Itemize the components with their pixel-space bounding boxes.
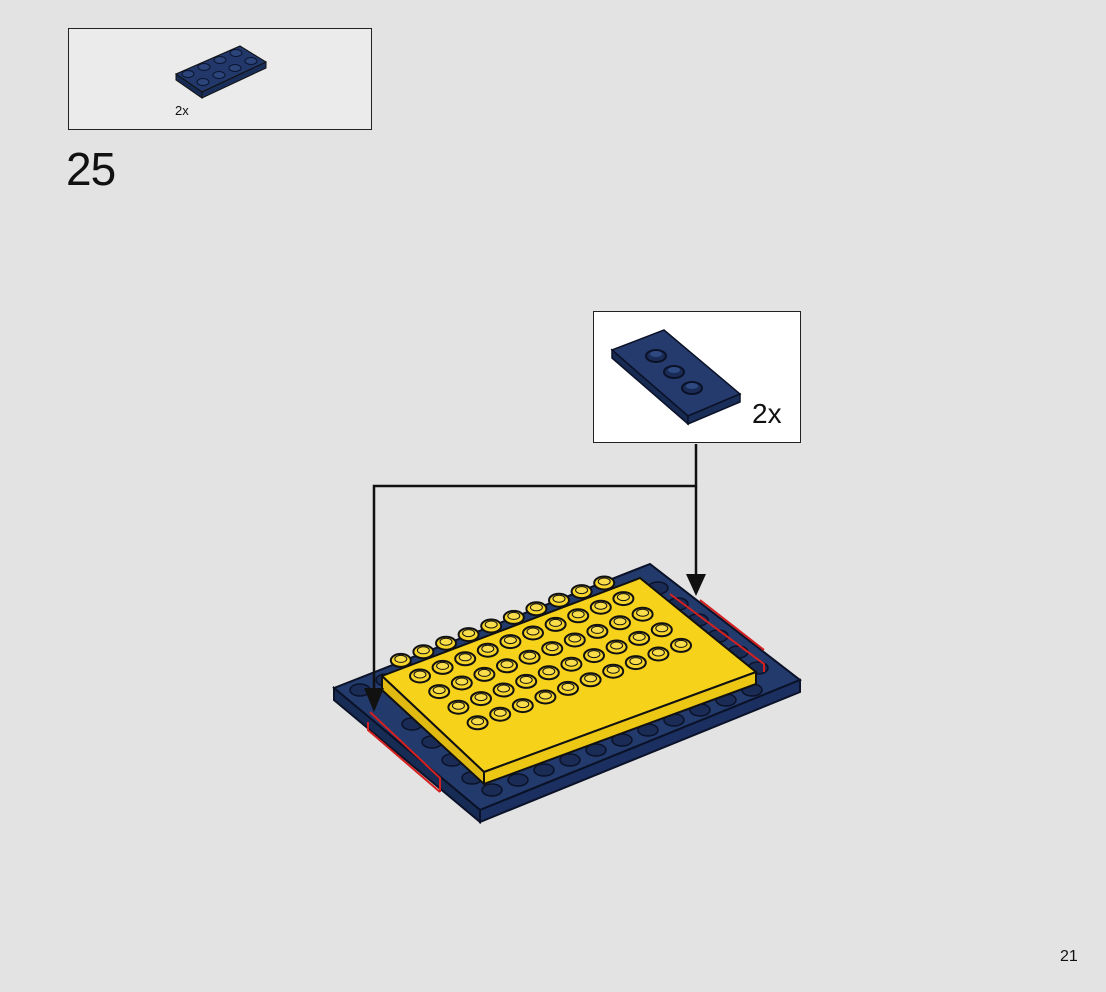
stud-top: [549, 618, 563, 627]
stud-top: [451, 701, 465, 710]
stud-top: [538, 691, 552, 700]
stud-top: [590, 625, 604, 634]
stud-top: [636, 608, 650, 617]
stud-top: [394, 654, 408, 663]
yellow-plate-6x10: [380, 575, 758, 787]
callout-quantity: 2x: [752, 398, 782, 429]
stud-top: [455, 677, 469, 686]
stud-top: [632, 632, 646, 641]
dark-blue-tile-1x3-icon: [610, 329, 742, 426]
stud-top: [474, 693, 488, 702]
stud-top: [416, 646, 430, 655]
stud-top: [497, 684, 511, 693]
stud-top: [519, 675, 533, 684]
page-number: 21: [1060, 948, 1078, 965]
stud-top: [613, 617, 627, 626]
stud-top: [516, 700, 530, 709]
stud-top: [526, 627, 540, 636]
stud-top: [606, 665, 620, 674]
stud-top: [587, 650, 601, 659]
stud-top: [610, 641, 624, 650]
parts-quantity: 2x: [175, 103, 189, 118]
stud-top: [432, 686, 446, 695]
new-tile-highlights: [367, 593, 765, 793]
stud-top: [616, 593, 630, 602]
arrow-heads: [364, 574, 706, 712]
stud-top: [594, 601, 608, 610]
stud-top: [477, 668, 491, 677]
stud-top: [413, 670, 427, 679]
stud-top: [503, 636, 517, 645]
stud-top: [523, 651, 537, 660]
stud-top: [481, 644, 495, 653]
stud-top: [655, 624, 669, 633]
step-number: 25: [66, 143, 116, 195]
stud-top: [542, 667, 556, 676]
stud-top: [436, 661, 450, 670]
down-arrow-icon: [372, 444, 698, 690]
dark-blue-plate-2x4-icon: [174, 45, 268, 99]
stud-top: [439, 637, 453, 646]
stud-top: [629, 657, 643, 666]
stud-top: [493, 708, 507, 717]
stud-top: [568, 634, 582, 643]
stud-top: [575, 586, 589, 595]
stud-top: [571, 610, 585, 619]
stud-top: [561, 682, 575, 691]
stud-top: [507, 611, 521, 620]
stud-top: [471, 717, 485, 726]
stud-top: [484, 620, 498, 629]
stud-top: [500, 660, 514, 669]
stud-top: [597, 577, 611, 586]
stud-top: [674, 639, 688, 648]
stud-top: [651, 648, 665, 657]
stud-top: [584, 674, 598, 683]
stud-top: [552, 594, 566, 603]
stud-top: [545, 643, 559, 652]
stud-top: [458, 653, 472, 662]
stud-top: [529, 603, 543, 612]
stud-top: [462, 629, 476, 638]
stud-top: [564, 658, 578, 667]
